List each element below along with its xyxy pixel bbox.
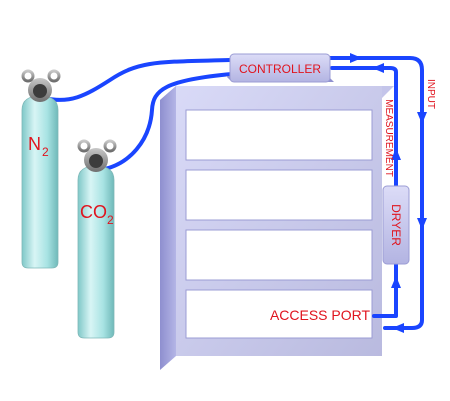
controller-label: CONTROLLER xyxy=(239,62,321,76)
measurement-line xyxy=(330,66,398,318)
co2-valve-icon xyxy=(77,139,117,172)
arrow-input-down-1 xyxy=(417,112,427,124)
incubator-cabinet: ACCESS PORT xyxy=(160,86,394,370)
n2-supply-line xyxy=(42,58,232,102)
controller-body xyxy=(229,53,331,83)
dryer-label: DRYER xyxy=(389,204,403,246)
cabinet-side xyxy=(160,86,176,370)
measurement-label: MEASUREMENT xyxy=(383,99,394,177)
n2-cylinder-body xyxy=(21,95,59,269)
flow-arrows xyxy=(350,53,427,333)
co2-cylinder-body xyxy=(77,165,115,339)
n2-label-subscript: 2 xyxy=(42,145,49,159)
arrow-meas-up-1 xyxy=(391,148,401,160)
controller-box: CONTROLLER xyxy=(226,53,334,83)
co2-supply-line xyxy=(98,72,234,172)
input-line xyxy=(328,56,424,330)
shelf-1 xyxy=(185,109,373,161)
access-port-label: ACCESS PORT xyxy=(270,307,371,323)
n2-valve-icon xyxy=(21,69,61,102)
co2-label-subscript: 2 xyxy=(107,213,114,227)
gas-lines xyxy=(42,56,424,330)
co2-label: CO xyxy=(80,202,107,222)
arrow-meas-up-2 xyxy=(391,276,401,288)
n2-label-main: N xyxy=(28,134,41,154)
arrow-input-down-2 xyxy=(417,218,427,230)
co2-label-main: CO xyxy=(80,202,107,222)
co2-cylinder: CO 2 xyxy=(77,139,117,339)
arrow-meas-left xyxy=(372,63,384,73)
shelf-2 xyxy=(185,169,373,221)
shelf-3 xyxy=(185,229,373,281)
dryer-box: DRYER xyxy=(382,185,410,265)
n2-cylinder: N 2 xyxy=(21,69,61,269)
input-label: INPUT xyxy=(425,79,436,109)
access-port-shelf xyxy=(185,289,373,339)
arrow-input-right xyxy=(350,53,362,63)
n2-label: N xyxy=(28,134,41,154)
dryer-body xyxy=(382,185,410,265)
arrow-input-left xyxy=(392,323,404,333)
